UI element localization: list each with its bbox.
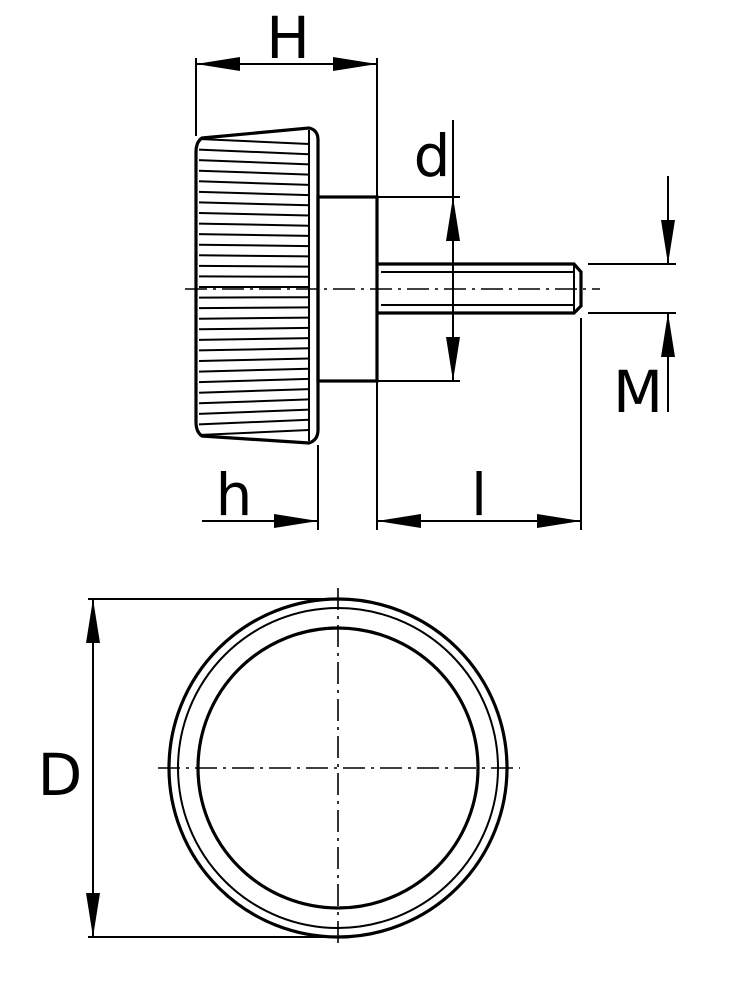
knurl-line xyxy=(198,169,310,176)
knurl-line xyxy=(198,418,310,426)
side-view: H d M h l xyxy=(185,4,676,530)
knurl-line xyxy=(198,408,310,415)
knurl-line xyxy=(198,337,310,341)
dimension-H: H xyxy=(196,4,377,72)
dimension-D: D xyxy=(38,598,338,938)
knurl-line xyxy=(198,254,310,258)
label-h: h xyxy=(216,461,253,529)
knurl-line xyxy=(198,180,310,186)
knurl-line xyxy=(198,388,310,394)
knurl-lines xyxy=(198,138,310,436)
knurled-head-outline xyxy=(194,126,320,445)
label-d: d xyxy=(414,122,451,190)
dimension-l: l xyxy=(377,461,581,529)
knurl-line xyxy=(198,377,310,384)
knurl-line xyxy=(198,201,310,207)
knurl-line xyxy=(198,357,310,362)
dimension-d: d xyxy=(414,120,460,381)
label-l: l xyxy=(471,461,487,529)
knurl-line xyxy=(198,190,310,197)
knurl-line xyxy=(198,429,310,436)
front-view: D xyxy=(38,588,520,948)
threaded-shank-outline xyxy=(377,262,583,315)
knurl-line xyxy=(198,306,310,310)
knurl-line xyxy=(198,316,310,320)
label-H: H xyxy=(266,4,310,72)
label-M: M xyxy=(613,358,663,426)
knurl-line xyxy=(198,264,310,268)
dimension-h: h xyxy=(202,461,318,529)
dimension-M: M xyxy=(613,176,675,426)
knurl-line xyxy=(198,148,310,156)
label-D: D xyxy=(38,741,83,809)
knurl-line xyxy=(198,347,310,352)
knurl-line xyxy=(198,367,310,373)
knurl-line xyxy=(198,159,310,166)
knurl-line xyxy=(198,212,310,217)
knurl-line xyxy=(198,138,310,145)
knurl-line xyxy=(198,243,310,248)
knurl-line xyxy=(198,222,310,227)
knurl-line xyxy=(198,233,310,237)
knurl-line xyxy=(198,326,310,331)
knurl-line xyxy=(198,398,310,405)
